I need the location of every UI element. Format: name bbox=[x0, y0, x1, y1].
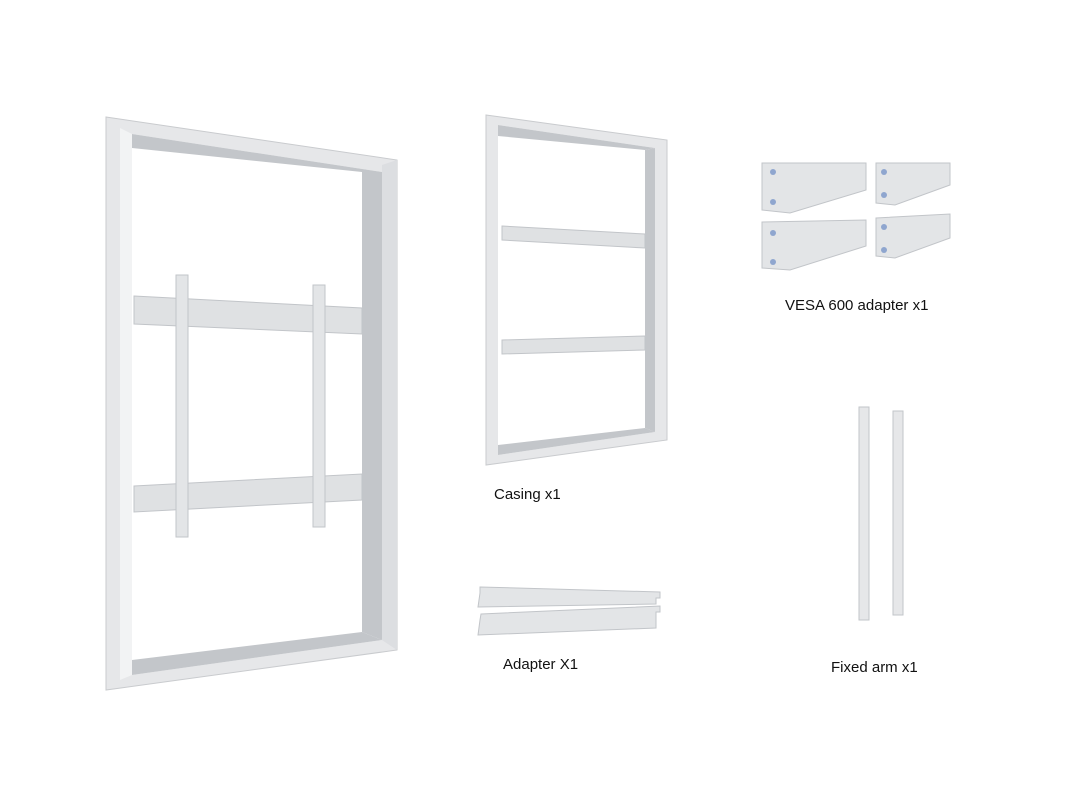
vesa-adapter-label: VESA 600 adapter x1 bbox=[785, 297, 929, 314]
adapter-bars bbox=[477, 586, 661, 636]
fixed-arms bbox=[858, 406, 904, 621]
fixed-arm-label: Fixed arm x1 bbox=[831, 659, 918, 676]
casing-part bbox=[485, 114, 668, 466]
assembled-frame bbox=[105, 116, 398, 691]
casing-label: Casing x1 bbox=[494, 486, 561, 503]
adapter-label: Adapter X1 bbox=[503, 656, 579, 673]
vesa-adapter-plates bbox=[761, 162, 951, 271]
